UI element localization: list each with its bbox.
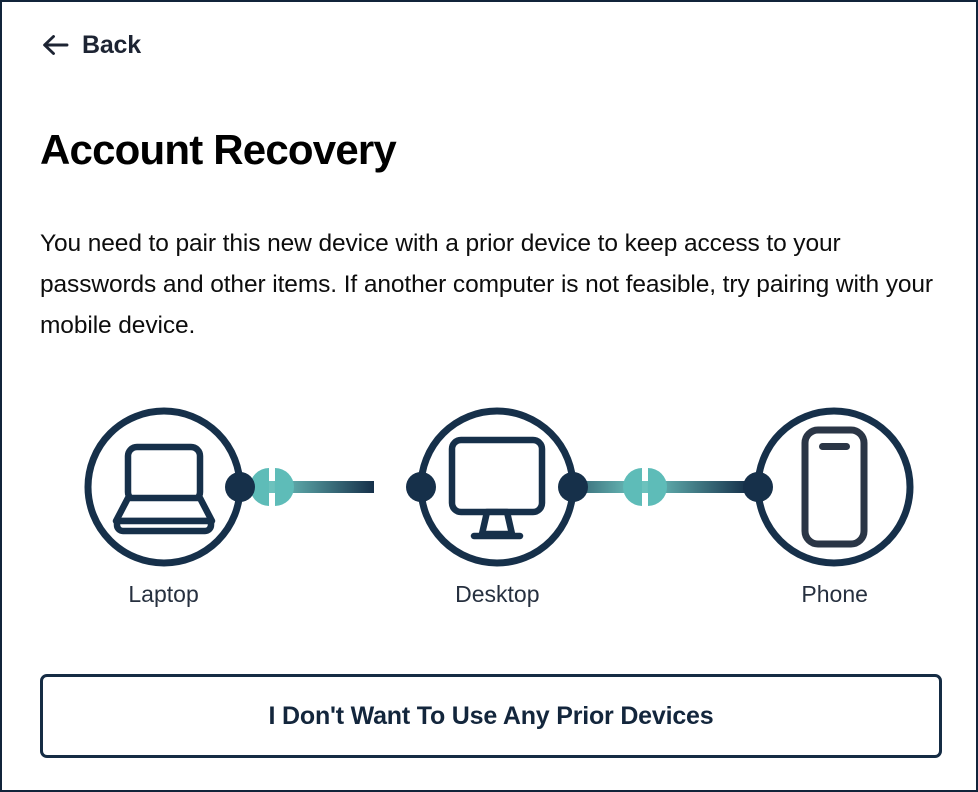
node-connector-dot: [406, 472, 436, 502]
mobile-phone-icon: [801, 426, 868, 548]
device-pairing-graphic: [84, 407, 914, 567]
arrow-left-icon: [43, 35, 69, 55]
back-button-label: Back: [82, 30, 141, 59]
page-title: Account Recovery: [40, 126, 397, 173]
device-node-phone[interactable]: [743, 407, 914, 567]
device-pairing-diagram: [40, 382, 942, 622]
device-label-row: Laptop Desktop Phone: [40, 577, 942, 611]
back-button[interactable]: Back: [40, 30, 141, 60]
page-description: You need to pair this new device with a …: [40, 230, 933, 339]
desktop-monitor-icon: [448, 436, 546, 540]
device-label-phone: Phone: [801, 581, 868, 607]
node-connector-dot: [743, 472, 773, 502]
device-label-laptop: Laptop: [128, 581, 199, 607]
link-split-circle-icon: [623, 468, 667, 506]
decline-prior-devices-button[interactable]: I Don't Want To Use Any Prior Devices: [40, 674, 942, 758]
device-node-desktop[interactable]: [406, 407, 588, 567]
device-label-desktop: Desktop: [455, 581, 540, 607]
link-split-circle-icon: [250, 468, 294, 506]
link-desktop-phone: [536, 468, 748, 506]
node-connector-dot: [225, 472, 255, 502]
device-node-laptop[interactable]: [84, 407, 255, 567]
laptop-icon: [112, 443, 216, 535]
node-connector-dot: [558, 472, 588, 502]
